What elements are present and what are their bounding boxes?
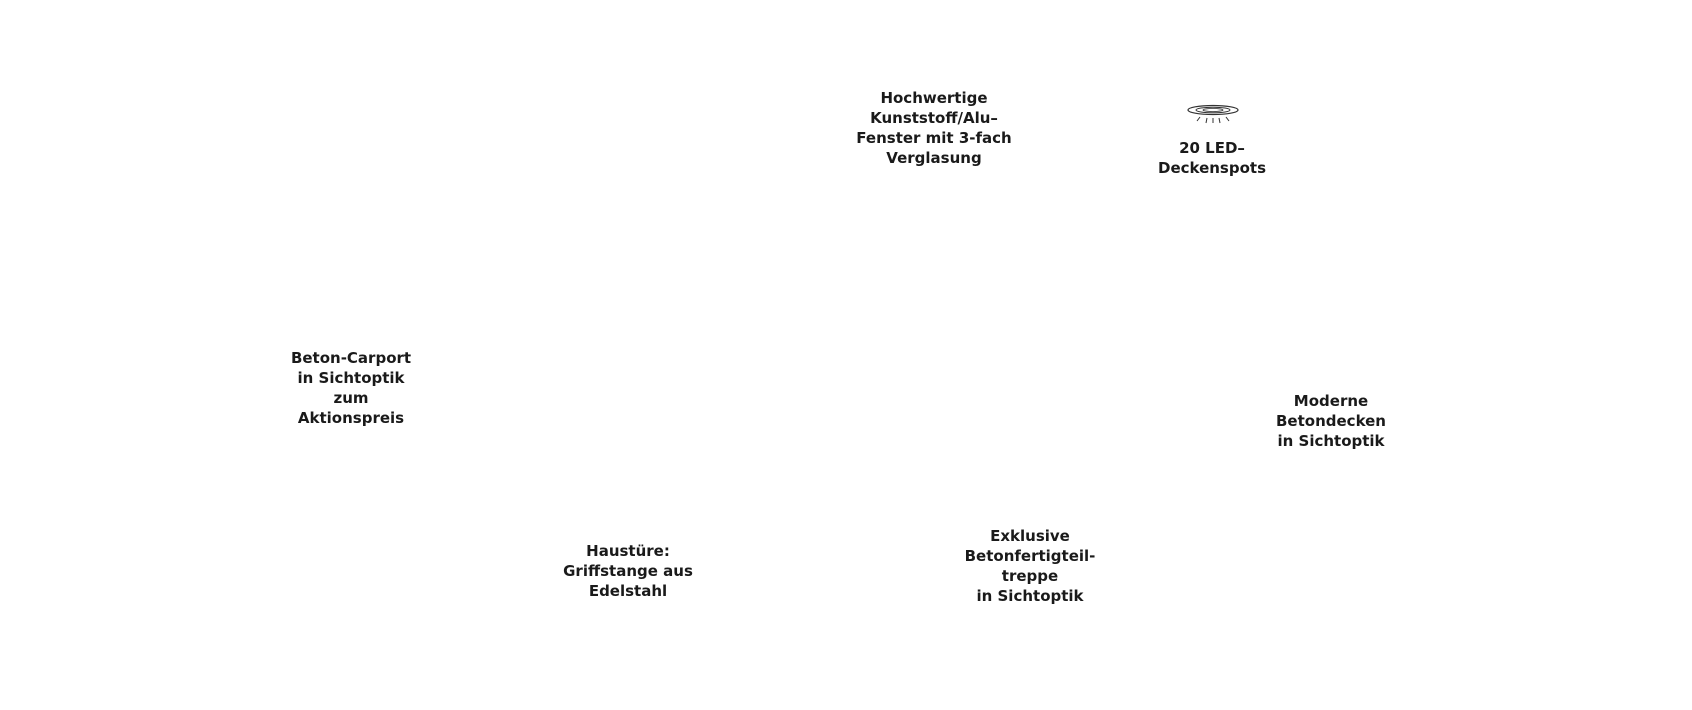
feature-door: Haustüre: Griffstange aus Edelstahl bbox=[563, 542, 693, 600]
feature-carport: Beton-Carport in Sichtoptik zum Aktionsp… bbox=[290, 349, 412, 427]
feature-stairs: Exklusive Betonfertigteil- treppe in Sic… bbox=[964, 527, 1096, 605]
feature-windows: Hochwertige Kunststoff/Alu– Fenster mit … bbox=[856, 89, 1012, 167]
feature-ceilings: Moderne Betondecken in Sichtoptik bbox=[1276, 392, 1386, 450]
ceiling-spotlight-icon bbox=[1187, 104, 1239, 124]
feature-led-spots: 20 LED– Deckenspots bbox=[1157, 139, 1267, 177]
